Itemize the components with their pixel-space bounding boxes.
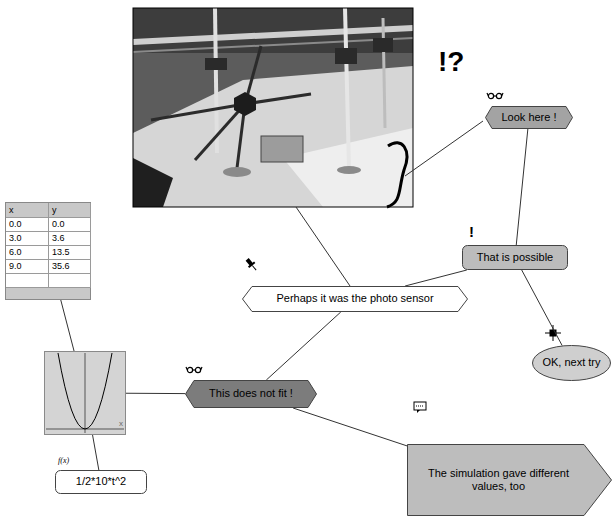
rounded-outline xyxy=(463,246,568,270)
table-header-row xyxy=(6,203,90,218)
photo-plate xyxy=(261,136,303,162)
table-cell: 13.5 xyxy=(49,246,91,260)
table-cell: 9.0 xyxy=(6,260,49,274)
photo-frame xyxy=(133,8,413,207)
rounded-outline xyxy=(56,471,147,494)
connector xyxy=(522,270,562,346)
hexagon-outline xyxy=(243,287,468,312)
photo-rod xyxy=(345,8,349,168)
photo-bench xyxy=(133,66,413,207)
connector-line xyxy=(61,300,74,351)
lab-photo xyxy=(133,8,413,207)
scribble xyxy=(387,143,407,207)
connector-line xyxy=(405,270,467,286)
photo-base xyxy=(223,167,251,177)
table-header-cell: y xyxy=(49,203,91,218)
connector-line xyxy=(516,129,528,245)
exclamation-question-mark: !? xyxy=(438,46,464,78)
photo-clamp xyxy=(335,48,357,64)
connector xyxy=(61,300,74,351)
pin-icon xyxy=(244,257,259,273)
table-cell: 3.6 xyxy=(49,232,91,246)
value-table: xy0.00.03.03.66.013.59.035.6 xyxy=(5,202,91,300)
graph-canvas xyxy=(44,351,126,435)
pentagon-outline xyxy=(408,445,612,516)
table-cell: 35.6 xyxy=(49,260,91,274)
function-label: f(x) xyxy=(58,456,69,465)
argument-arrow: The simulation gave different values, to… xyxy=(407,444,612,516)
leader-line xyxy=(296,207,350,286)
connector xyxy=(93,435,99,470)
table-empty-cell xyxy=(6,274,49,288)
glasses-icon xyxy=(487,93,503,99)
connector-line xyxy=(93,435,99,470)
photo-rod xyxy=(383,18,385,128)
graph-plot: x xyxy=(44,351,126,435)
graph-frame xyxy=(45,352,126,435)
hypothesis-box: Perhaps it was the photo sensor xyxy=(242,286,468,312)
node-text: The simulation gave different values, to… xyxy=(424,467,574,493)
comment-hexagon: This does not fit ! xyxy=(185,380,317,408)
photo-spokes xyxy=(151,46,311,168)
photo-wall xyxy=(133,8,413,53)
table-cell: 0.0 xyxy=(49,218,91,232)
ellipse-outline xyxy=(533,346,611,381)
speech-icon xyxy=(414,402,426,413)
axis-label: x xyxy=(119,420,123,428)
photo-rod xyxy=(215,8,217,153)
node-text: This does not fit ! xyxy=(209,387,293,400)
action-ellipse: OK, next try xyxy=(532,345,611,381)
photo-rail-shadow xyxy=(133,38,413,52)
connector xyxy=(293,408,407,446)
photo-hub xyxy=(234,92,256,116)
connector-line xyxy=(266,312,340,380)
node-text: 1/2*10*t^2 xyxy=(76,475,126,488)
graph-axis xyxy=(85,353,86,433)
connector xyxy=(266,312,340,380)
hexagon-outline xyxy=(486,107,573,129)
connector xyxy=(516,129,528,245)
photo-clamp xyxy=(205,58,227,70)
node-text: That is possible xyxy=(477,251,553,264)
node-text: OK, next try xyxy=(542,356,600,369)
photo-device xyxy=(133,158,173,207)
connector-line xyxy=(293,408,407,446)
connector-line xyxy=(522,270,562,346)
connector xyxy=(126,393,185,394)
photo-ground xyxy=(133,8,413,207)
connector xyxy=(405,270,467,286)
table-cell: 0.0 xyxy=(6,218,49,232)
leader-line xyxy=(405,121,483,176)
table-cell: 6.0 xyxy=(6,246,49,260)
statement-box: That is possible xyxy=(462,245,568,270)
hexagon-outline xyxy=(186,381,317,408)
node-text: Perhaps it was the photo sensor xyxy=(276,292,433,305)
table-header-cell: x xyxy=(6,203,49,218)
photo-base xyxy=(337,166,361,174)
connector-line xyxy=(126,393,185,394)
comment-hexagon: Look here ! xyxy=(485,106,573,129)
formula-box: f(x)1/2*10*t^2 xyxy=(55,470,147,494)
glasses-icon xyxy=(186,367,202,373)
photo-clamp xyxy=(373,38,393,52)
node-text: Look here ! xyxy=(501,111,556,124)
table-empty-cell xyxy=(49,274,91,288)
parabola-curve xyxy=(58,353,112,429)
exclamation-mark: ! xyxy=(469,223,474,240)
table-footer-strip xyxy=(6,287,90,299)
table-cell: 3.0 xyxy=(6,232,49,246)
